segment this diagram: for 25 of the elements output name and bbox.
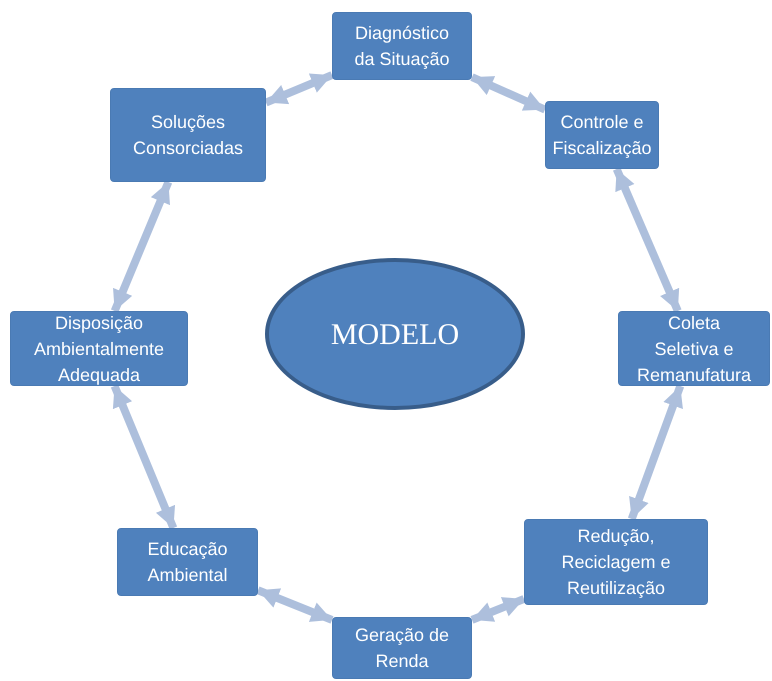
box-label: Geração de Renda — [354, 624, 450, 673]
box-label: Coleta Seletiva e Remanufatura — [636, 312, 752, 386]
process-box — [332, 617, 472, 679]
box-label: Controle e Fiscalização — [552, 111, 652, 160]
process-box — [618, 311, 770, 386]
process-box — [10, 311, 188, 386]
box-label: Disposição Ambientalmente Adequada — [32, 312, 166, 387]
double-arrow — [470, 74, 547, 114]
double-arrow — [110, 384, 178, 530]
double-arrow — [264, 71, 334, 106]
center-label: MODELO — [330, 316, 460, 352]
box-label: Redução, Reciclagem e Reutilização — [560, 525, 672, 600]
process-box — [332, 12, 472, 80]
process-box — [545, 101, 659, 169]
process-box — [110, 88, 266, 182]
double-arrow — [110, 180, 172, 313]
double-arrow — [470, 595, 526, 624]
double-arrow — [612, 167, 682, 313]
double-arrow — [256, 586, 334, 624]
process-box — [524, 519, 708, 605]
box-label: Soluções Consorciadas — [132, 111, 244, 160]
double-arrow — [628, 384, 684, 520]
box-label: Educação Ambiental — [146, 538, 229, 587]
box-label: Diagnóstico da Situação — [353, 22, 451, 71]
process-box — [117, 528, 258, 596]
